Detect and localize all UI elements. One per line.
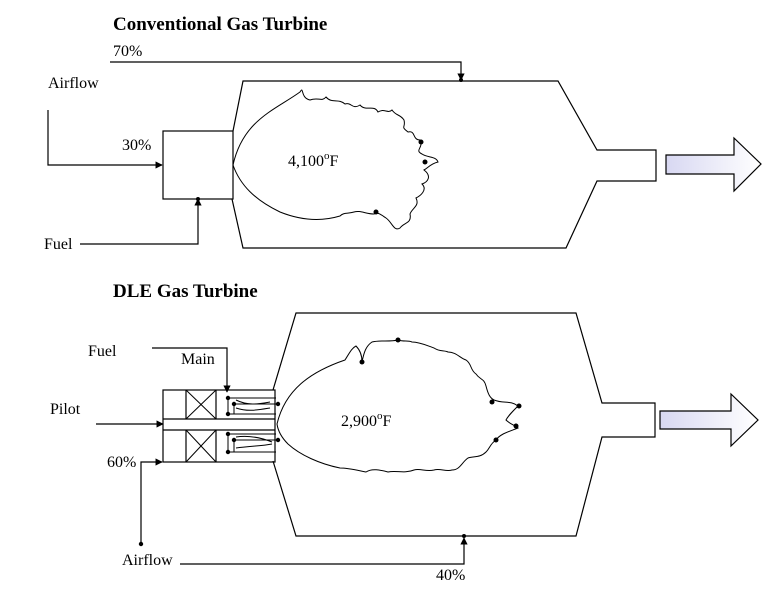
flame-point: [493, 437, 499, 443]
conventional-fuel-label: Fuel: [44, 236, 73, 253]
dle-primary-air-arrow: [140, 458, 163, 544]
conventional-top-percent: 70%: [113, 43, 142, 60]
conventional-fuel-arrow: [80, 198, 202, 245]
conventional-fuel-nozzle: [162, 130, 234, 200]
dle-main-fuel-arrow: [152, 347, 231, 393]
dle-pilot-label: Pilot: [50, 401, 81, 418]
dle-premixer-assembly: [162, 389, 281, 463]
conventional-airflow-label: Airflow: [48, 75, 99, 92]
dle-bypass-air-arrow: [180, 537, 468, 565]
conventional-bypass-air-arrow: [110, 61, 465, 81]
dle-flame-temperature: 2,900oF: [341, 410, 392, 430]
conventional-exhaust-arrow: [665, 136, 762, 193]
conventional-title: Conventional Gas Turbine: [113, 14, 327, 35]
conventional-flame-temperature: 4,100oF: [288, 150, 339, 170]
dle-airflow-label: Airflow: [122, 552, 173, 569]
dle-fuel-label: Fuel: [88, 343, 117, 360]
flame-point: [395, 337, 401, 343]
flame-point: [459, 78, 463, 82]
dle-title: DLE Gas Turbine: [113, 281, 258, 302]
dle-combustor-casing: [272, 312, 656, 537]
dle-exhaust-arrow: [659, 392, 759, 448]
dle-main-label: Main: [181, 351, 215, 368]
conventional-primary-air-arrow: [47, 110, 163, 169]
flame-point: [516, 403, 522, 409]
flame-point: [373, 209, 379, 215]
flame-point: [462, 534, 466, 538]
conventional-combustor-casing: [231, 80, 657, 249]
dle-airflow-node: [138, 541, 144, 547]
flame-point: [513, 423, 519, 429]
conventional-side-percent: 30%: [122, 137, 151, 154]
flame-point: [422, 159, 428, 165]
flame-point: [418, 139, 424, 145]
dle-flame: [276, 339, 519, 473]
dle-side-percent: 60%: [107, 454, 136, 471]
conventional-flame: [232, 89, 439, 230]
flame-point: [196, 197, 200, 201]
dle-section: DLE Gas Turbine Fuel Main Pilot 60% Airf…: [50, 281, 759, 584]
flame-point: [489, 399, 495, 405]
flame-point: [359, 359, 365, 365]
dle-bottom-percent: 40%: [436, 567, 465, 584]
conventional-section: Conventional Gas Turbine 70% Airflow 30%…: [44, 14, 762, 253]
